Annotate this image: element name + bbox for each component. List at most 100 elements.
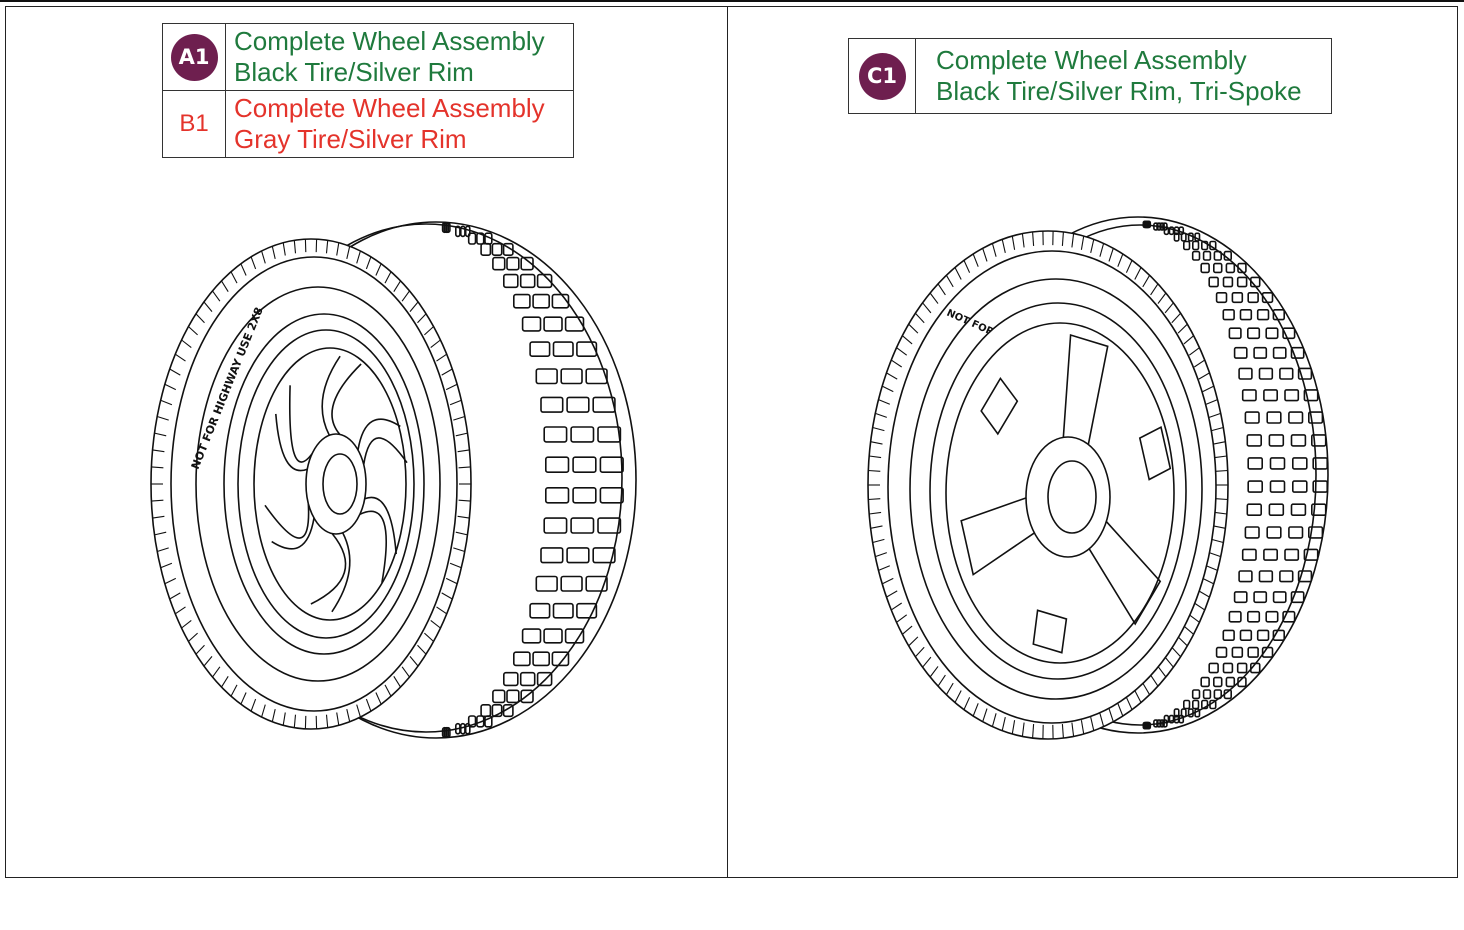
tread-block [476,715,485,728]
tread-block [551,293,570,309]
sidewall-rib [1099,713,1105,727]
sidewall-rib [240,263,247,276]
legend-c1-line2: Black Tire/Silver Rim, Tri-Spoke [936,75,1302,106]
sidewall-rib [1011,720,1016,734]
sidewall-rib [1213,525,1226,529]
tread-block [1307,411,1324,424]
tread-block [1239,309,1253,321]
sidewall-rib [1209,552,1221,558]
sidewall-rib [457,515,470,519]
sidewall-rib [1183,335,1194,345]
sidewall-rib [401,290,410,302]
tread-block [551,651,570,667]
tire-bead-ring [195,286,441,682]
tread-block [529,602,551,619]
tread-block [1272,346,1287,359]
sidewall-rib [982,708,988,722]
tread-block [1215,646,1228,658]
tread-block [464,225,471,238]
tread-block [1156,719,1162,728]
tread-block [1291,457,1308,470]
tread-block [1237,676,1247,688]
tread-block [564,628,585,644]
sidewall-rib [174,606,186,615]
callout-label-b1: B1 [179,110,209,137]
sidewall-rib [1150,674,1159,687]
sidewall-rib [972,703,979,717]
sidewall-rib [1071,722,1075,737]
sidewall-rib [1177,323,1188,334]
rim-window [980,376,1019,436]
tread-block [1265,327,1279,340]
sidewall-rib [409,301,419,312]
wheel-illustration-tri-spoke: NOT FOR HIGHWAY USE [858,207,1338,757]
tread-block [1213,689,1222,700]
tread-block [502,273,519,289]
tire-bead-ring [909,278,1203,700]
sidewall-rib [908,323,919,334]
rim-lip [237,329,415,639]
tread-block [1191,240,1200,251]
tread-block [467,232,477,245]
tread-block [585,368,608,385]
spoke [331,532,351,613]
tread-block [1187,232,1194,242]
tread-block [1244,526,1260,539]
tread-block [492,689,506,704]
tread-block [592,547,616,564]
tread-block [492,256,506,271]
tread-block [560,575,583,592]
sidewall-rib [1061,724,1064,739]
sidewall-rib [455,432,468,437]
tread-block [1145,721,1152,730]
sidewall-rib [424,326,434,336]
sidewall-rib [914,312,925,324]
tread-block [502,703,514,718]
tread-block [1231,292,1244,304]
legend-row-c1: C1 Complete Wheel Assembly Black Tire/Si… [848,38,1332,114]
tread-block [1212,262,1223,274]
sidewall-rib [1142,682,1151,695]
tread-block [1249,662,1261,674]
sidewall-rib [908,636,919,647]
sidewall-rib [293,714,297,728]
sidewall-rib [1001,239,1006,254]
rim-window [1032,609,1068,654]
tread-block [585,575,608,592]
tread-block [1247,292,1259,304]
sidewall-rib [250,698,257,712]
spoke [1087,519,1162,626]
tread-block [1266,411,1282,424]
sidewall-rib [1205,399,1218,405]
sidewall-rib [453,415,465,421]
spoke [321,355,341,436]
tread-block [1156,222,1162,231]
tread-block [491,242,503,257]
tread-block [1247,457,1264,470]
tread-block [1178,714,1185,724]
sidewall-rib [203,656,213,667]
sidewall-rib [1193,602,1206,611]
tread-block [1241,548,1257,561]
tread-block [1253,591,1268,604]
sidewall-rib [922,656,932,668]
sidewall-rib [1183,625,1194,635]
tread-block [1215,292,1228,304]
sidewall-rib [160,562,173,569]
tread-block [1261,292,1274,304]
sidewall-rib [922,302,932,314]
sidewall-rib [221,676,229,688]
sidewall-rib [282,712,286,726]
tread-block [1258,367,1274,380]
tread-block [564,316,585,332]
sidewall-rib [441,368,453,376]
sidewall-rib [455,531,468,536]
tread-block [1261,646,1274,658]
sidewall-rib [870,441,883,445]
tread-block [1284,548,1300,561]
sidewall-rib [325,240,329,254]
tread-block [1202,689,1212,700]
sidewall-rib [424,632,434,642]
tread-block [1263,548,1278,561]
sidewall-rib [336,242,340,256]
